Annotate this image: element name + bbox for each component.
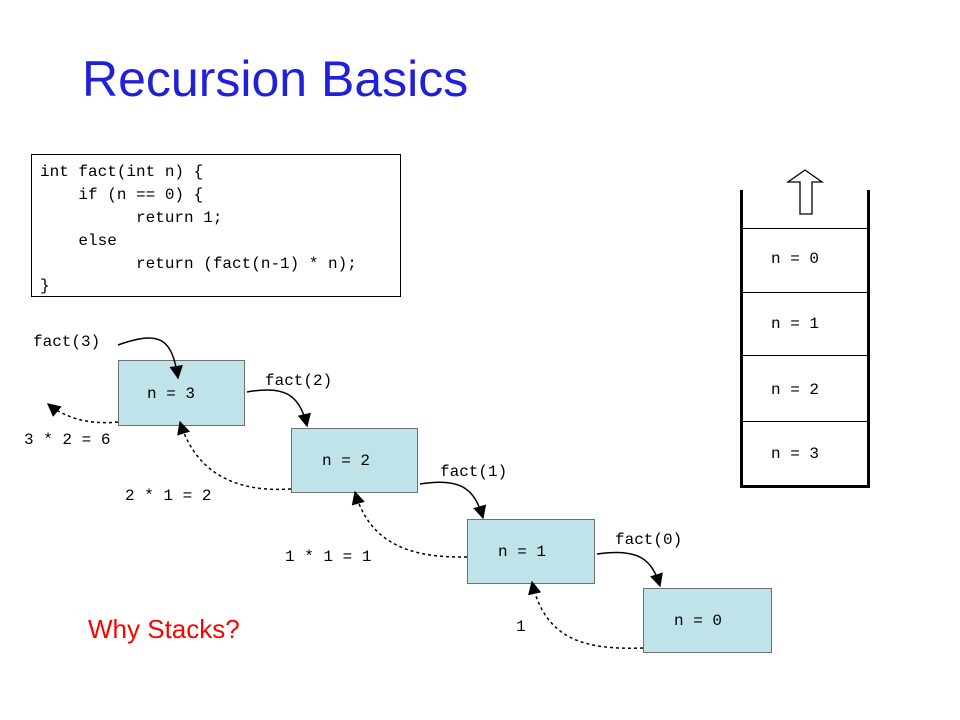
code-block: int fact(int n) { if (n == 0) { return 1… xyxy=(31,154,401,297)
call-label-fact0: fact(0) xyxy=(615,531,683,549)
stack-divider xyxy=(743,292,867,293)
return-label-6: 3 * 2 = 6 xyxy=(24,431,111,449)
call-arrow xyxy=(117,337,183,380)
call-frame-n0: n = 0 xyxy=(643,588,772,653)
stack-divider xyxy=(743,421,867,422)
return-label-1x1: 1 * 1 = 1 xyxy=(285,548,372,566)
stack-entry: n = 0 xyxy=(771,250,820,268)
frame-label: n = 1 xyxy=(498,543,547,561)
return-label-1: 1 xyxy=(516,618,526,636)
call-arrow xyxy=(419,481,487,520)
return-arrow xyxy=(46,403,119,424)
code-line: return (fact(n-1) * n); xyxy=(40,255,357,273)
call-stack: n = 0 n = 1 n = 2 n = 3 xyxy=(740,190,870,488)
call-label-fact2: fact(2) xyxy=(265,372,333,390)
stack-entry: n = 2 xyxy=(771,381,820,399)
code-line: return 1; xyxy=(40,209,223,227)
code-line: if (n == 0) { xyxy=(40,186,204,204)
slide-title: Recursion Basics xyxy=(82,51,469,107)
up-arrow-icon xyxy=(785,169,825,215)
stack-divider xyxy=(743,355,867,356)
call-arrow xyxy=(596,551,663,588)
frame-label: n = 0 xyxy=(674,612,723,630)
call-frame-n2: n = 2 xyxy=(291,428,418,493)
code-line: } xyxy=(40,277,50,295)
frame-label: n = 3 xyxy=(147,385,196,403)
why-stacks-caption: Why Stacks? xyxy=(88,614,240,644)
return-arrow xyxy=(177,420,292,491)
code-line: else xyxy=(40,232,117,250)
stack-entry: n = 1 xyxy=(771,315,820,333)
stack-entry: n = 3 xyxy=(771,445,820,463)
call-label-fact3: fact(3) xyxy=(33,333,101,351)
frame-label: n = 2 xyxy=(322,452,371,470)
return-arrow xyxy=(351,490,468,558)
return-label-2: 2 * 1 = 2 xyxy=(125,487,212,505)
call-label-fact1: fact(1) xyxy=(440,463,508,481)
return-arrow xyxy=(528,580,644,649)
call-arrow xyxy=(246,389,311,428)
code-line: int fact(int n) { xyxy=(40,163,204,181)
stack-divider xyxy=(743,228,867,229)
